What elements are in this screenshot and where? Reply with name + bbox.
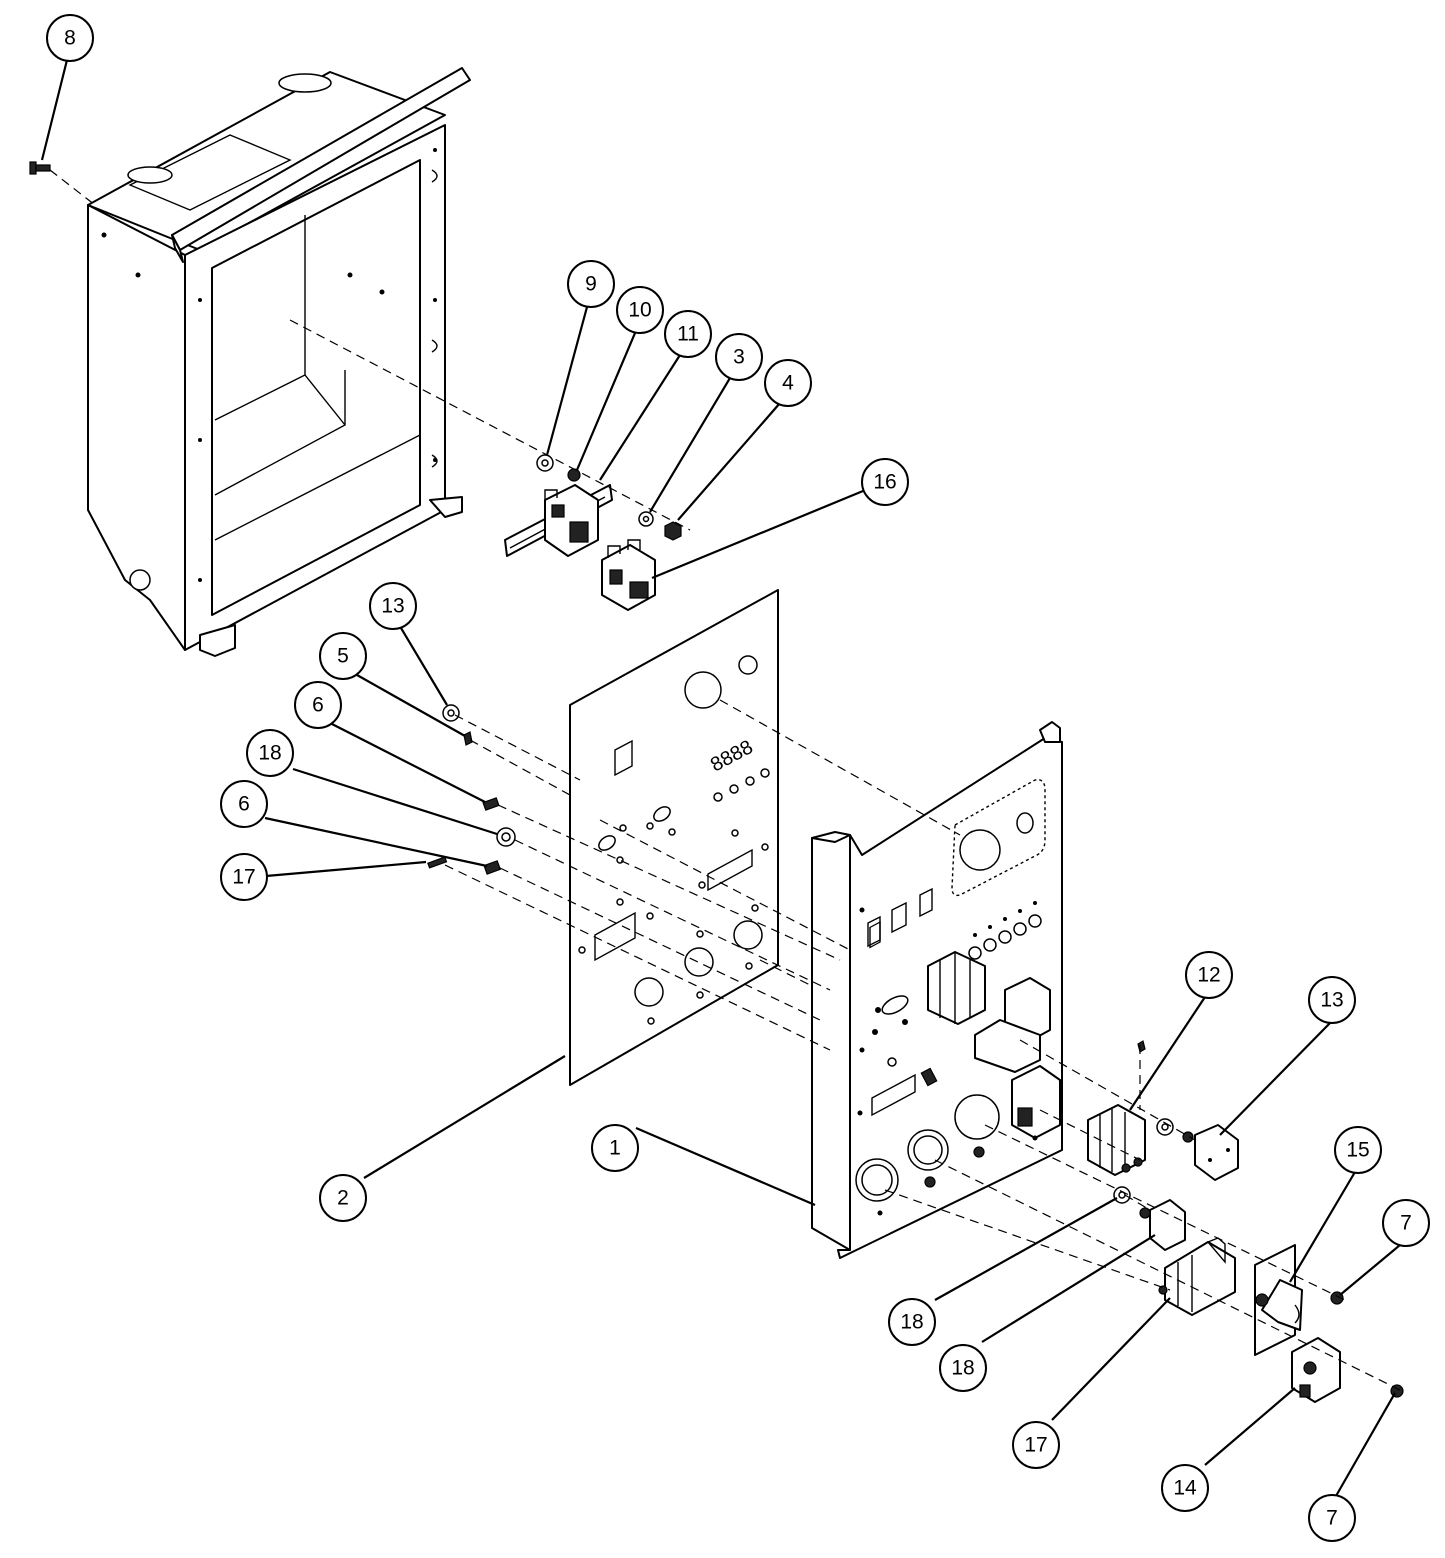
- svg-text:14: 14: [1173, 1477, 1197, 1500]
- balloon-18-lower-a: 18: [888, 1298, 936, 1346]
- svg-text:6: 6: [238, 793, 250, 816]
- svg-text:8: 8: [64, 27, 76, 50]
- washer-item-18: [1113, 1186, 1131, 1204]
- balloon-10: 10: [616, 286, 664, 334]
- svg-text:17: 17: [1024, 1434, 1047, 1457]
- breaker-item-12: [1087, 1040, 1146, 1176]
- balloon-1: 1: [591, 1124, 639, 1172]
- svg-text:10: 10: [628, 299, 651, 322]
- svg-text:7: 7: [1400, 1212, 1412, 1235]
- balloon-4: 4: [764, 359, 812, 407]
- svg-text:17: 17: [232, 866, 255, 889]
- balloon-16: 16: [861, 458, 909, 506]
- svg-text:18: 18: [951, 1357, 974, 1380]
- leader-lines: [40, 59, 1401, 1497]
- contactor-item-16: [601, 539, 656, 611]
- balloon-3: 3: [715, 333, 763, 381]
- enclosure-box: [87, 67, 471, 657]
- svg-text:18: 18: [900, 1311, 923, 1334]
- balloon-14: 14: [1161, 1464, 1209, 1512]
- breaker-item-17: [1158, 1237, 1236, 1316]
- balloon-11: 11: [664, 310, 712, 358]
- svg-text:1: 1: [609, 1137, 621, 1160]
- switch-item-18: [1139, 1199, 1186, 1251]
- svg-text:5: 5: [337, 645, 349, 668]
- svg-text:16: 16: [873, 471, 896, 494]
- breaker-item-14: [1291, 1337, 1341, 1403]
- balloon-17-right: 17: [1012, 1421, 1060, 1469]
- din-rail-assembly: [504, 454, 682, 557]
- svg-text:11: 11: [677, 323, 699, 346]
- overlay-plate-item-2: 8888: [569, 589, 779, 1086]
- svg-text:13: 13: [381, 595, 404, 618]
- balloon-9: 9: [567, 260, 615, 308]
- balloon-7-upper: 7: [1382, 1199, 1430, 1247]
- left-hardware: [427, 704, 516, 875]
- svg-text:15: 15: [1346, 1139, 1369, 1162]
- balloon-6-upper: 6: [294, 681, 342, 729]
- balloon-17-left: 17: [220, 853, 268, 901]
- svg-text:12: 12: [1197, 964, 1220, 987]
- washer-nut-13b: [1156, 1118, 1174, 1136]
- svg-text:2: 2: [337, 1187, 349, 1210]
- balloon-13-left: 13: [369, 582, 417, 630]
- svg-text:18: 18: [258, 742, 281, 765]
- balloon-13-right: 13: [1308, 976, 1356, 1024]
- balloon-15: 15: [1334, 1126, 1382, 1174]
- center-lines: [49, 169, 1401, 1391]
- svg-text:7: 7: [1326, 1507, 1338, 1530]
- balloon-18-lower-b: 18: [939, 1344, 987, 1392]
- balloon-12: 12: [1185, 951, 1233, 999]
- svg-text:9: 9: [585, 273, 597, 296]
- balloon-2: 2: [319, 1174, 367, 1222]
- balloon-7-lower: 7: [1308, 1494, 1356, 1542]
- balloon-6-lower: 6: [220, 780, 268, 828]
- plate-item-15: [1254, 1244, 1303, 1356]
- switch-item-13: [1182, 1124, 1239, 1181]
- svg-text:13: 13: [1320, 989, 1343, 1012]
- back-panel-item-1: [811, 721, 1063, 1259]
- balloon-18-left: 18: [246, 729, 294, 777]
- svg-text:4: 4: [782, 372, 794, 395]
- screw-item-8: [29, 161, 51, 175]
- svg-text:6: 6: [312, 694, 324, 717]
- svg-text:3: 3: [733, 346, 745, 369]
- balloon-5: 5: [319, 632, 367, 680]
- balloon-8-top: 8: [46, 14, 94, 62]
